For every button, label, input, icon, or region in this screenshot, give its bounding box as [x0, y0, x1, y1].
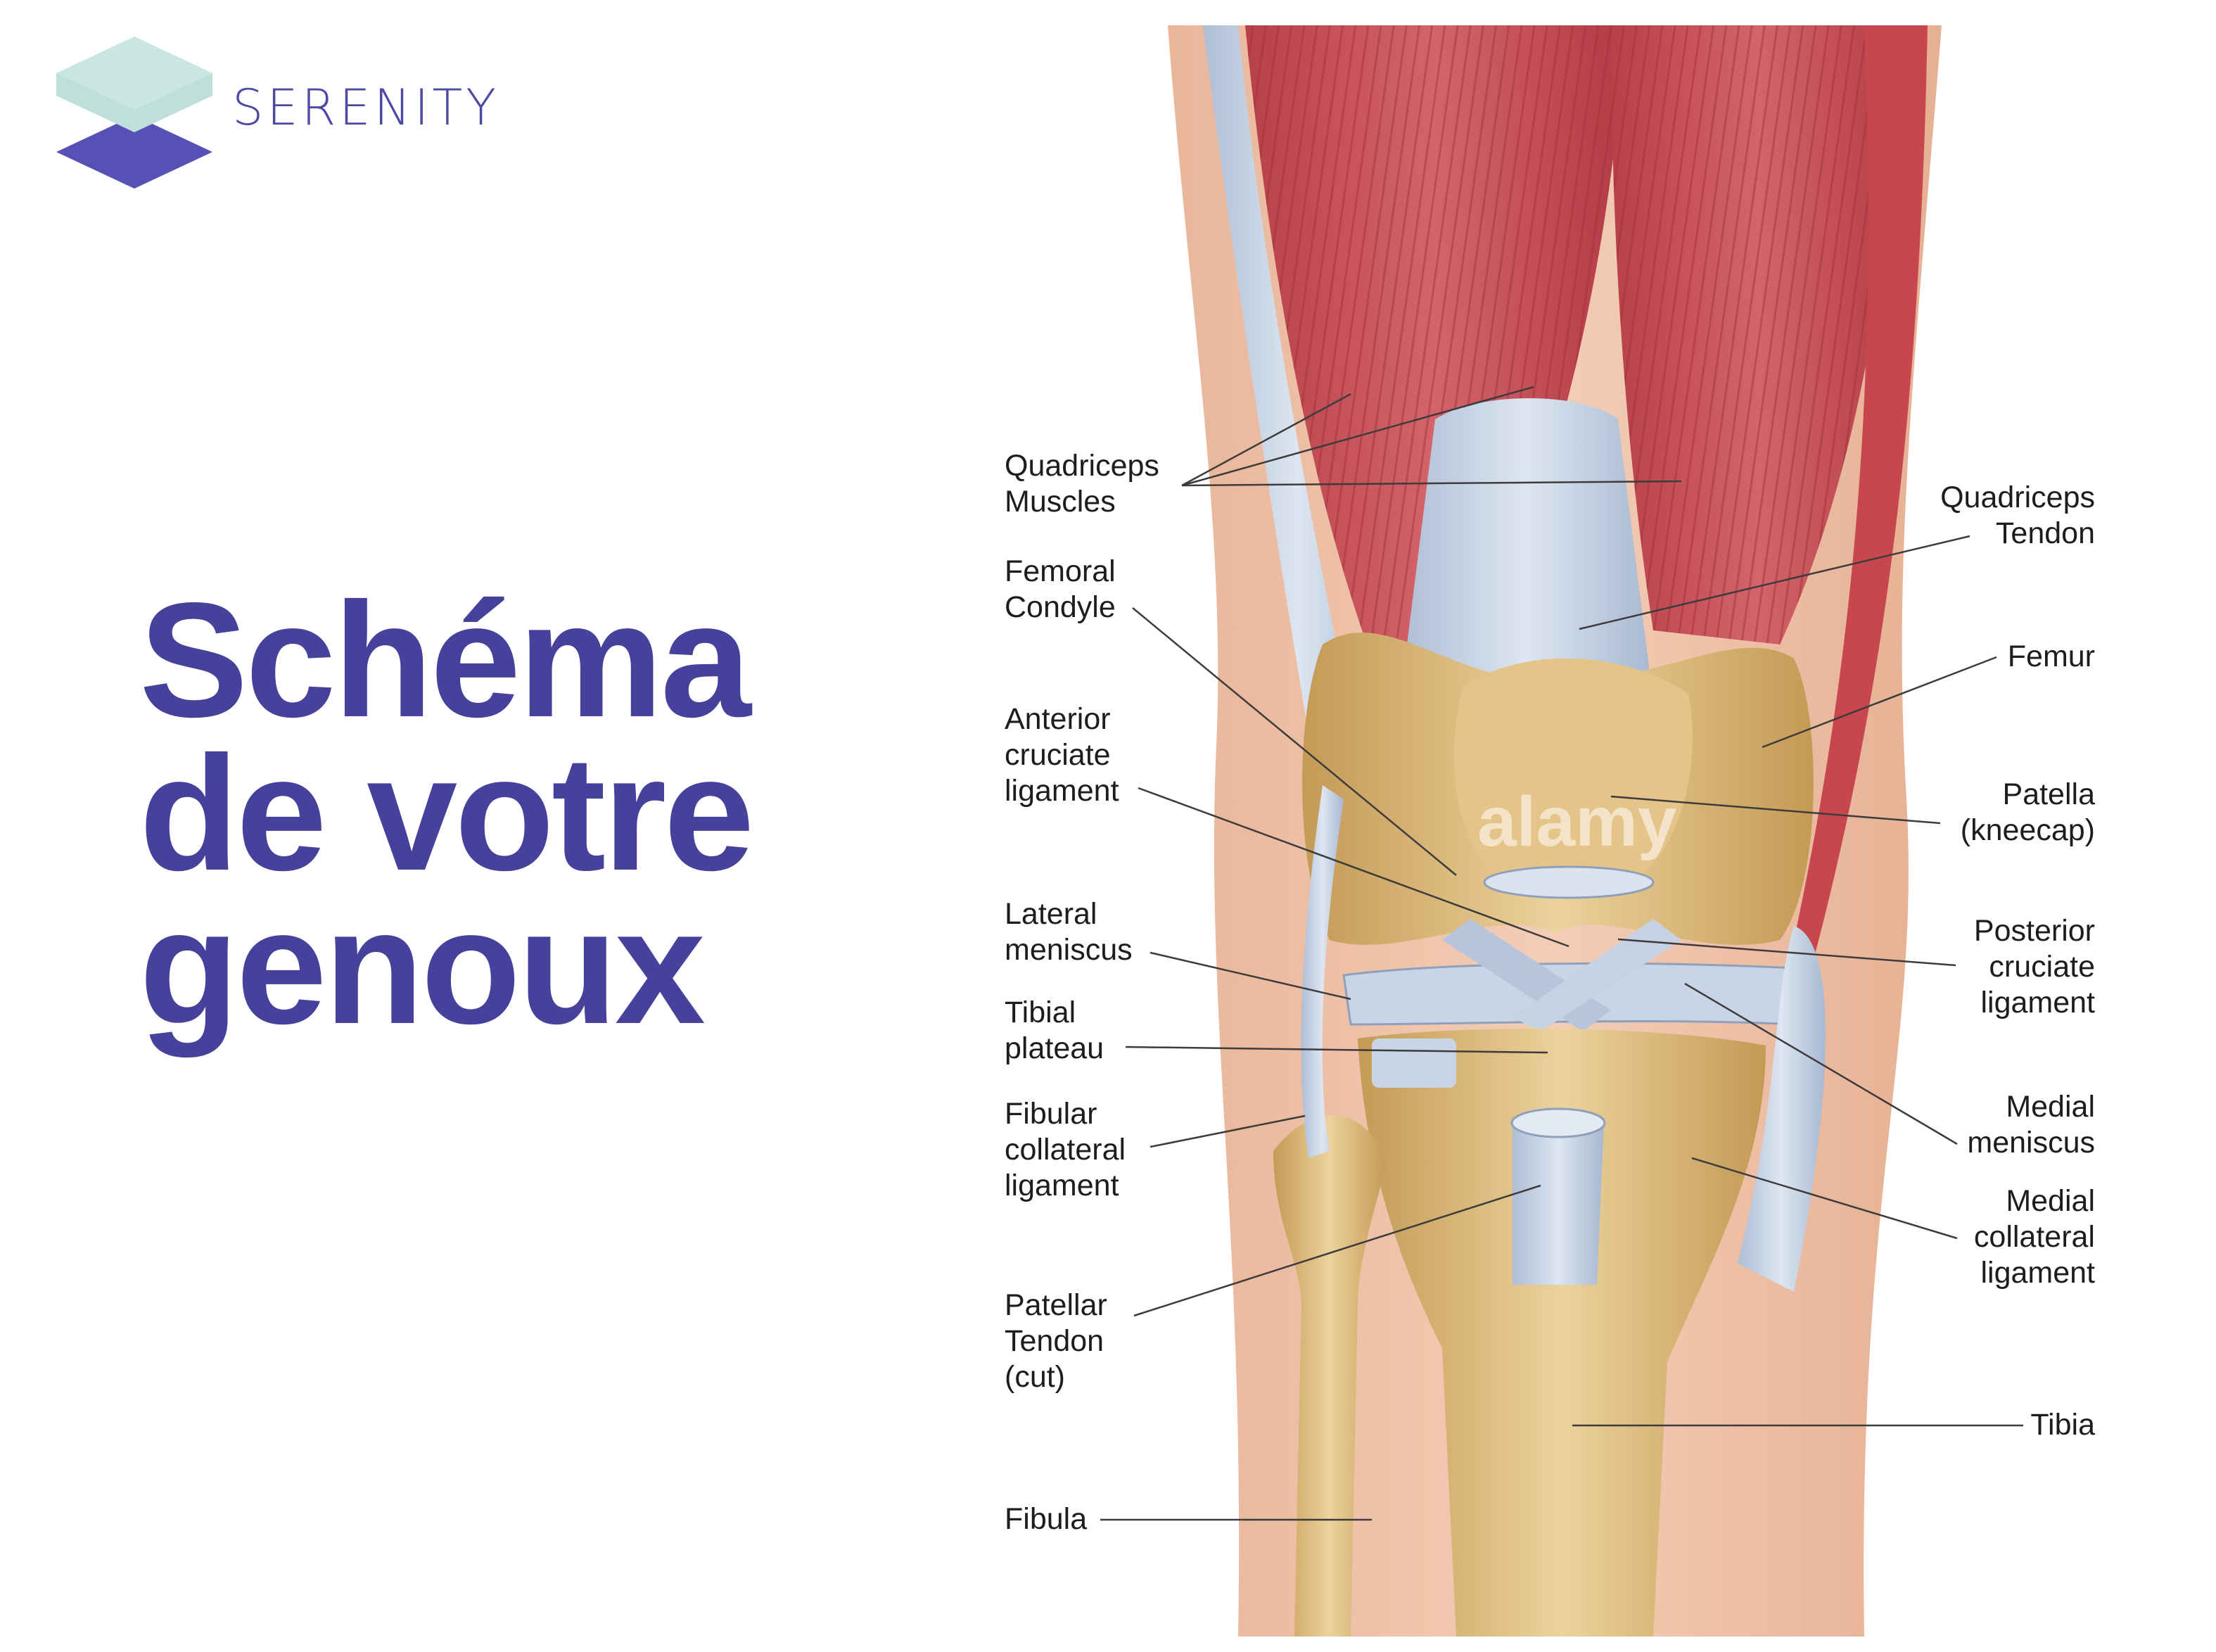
label-anterior-cruciate-ligament: Anterior cruciate ligament — [1005, 702, 1119, 808]
label-fibular-collateral-ligament: Fibular collateral ligament — [1005, 1097, 1126, 1202]
label-patella: Patella (kneecap) — [1960, 777, 2095, 847]
title-line-1: Schéma — [139, 569, 751, 751]
label-tibial-plateau: Tibial plateau — [1005, 996, 1104, 1065]
label-posterior-cruciate-ligament: Posterior cruciate ligament — [1973, 914, 2095, 1019]
label-tibia: Tibia — [2030, 1408, 2095, 1442]
label-patellar-tendon: Patellar Tendon (cut) — [1005, 1288, 1107, 1394]
label-medial-meniscus: Medial meniscus — [1967, 1090, 2095, 1159]
label-fibula: Fibula — [1005, 1502, 1088, 1536]
serenity-logo-icon — [56, 37, 212, 189]
label-quadriceps-tendon: Quadriceps Tendon — [1940, 481, 2095, 550]
page-title: Schéma de votre genoux — [139, 569, 913, 1058]
label-femoral-condyle: Femoral Condyle — [1005, 554, 1116, 624]
title-line-2: de votre — [139, 723, 755, 905]
label-lateral-meniscus: Lateral meniscus — [1005, 897, 1133, 967]
title-line-3: genoux — [139, 876, 706, 1058]
brand-name: SERENITY — [232, 79, 500, 136]
watermark: alamy — [1477, 782, 1677, 861]
label-quadriceps-muscles: Quadriceps Muscles — [1005, 449, 1159, 519]
label-femur: Femur — [2007, 640, 2095, 673]
label-medial-collateral-ligament: Medial collateral ligament — [1973, 1184, 2095, 1290]
